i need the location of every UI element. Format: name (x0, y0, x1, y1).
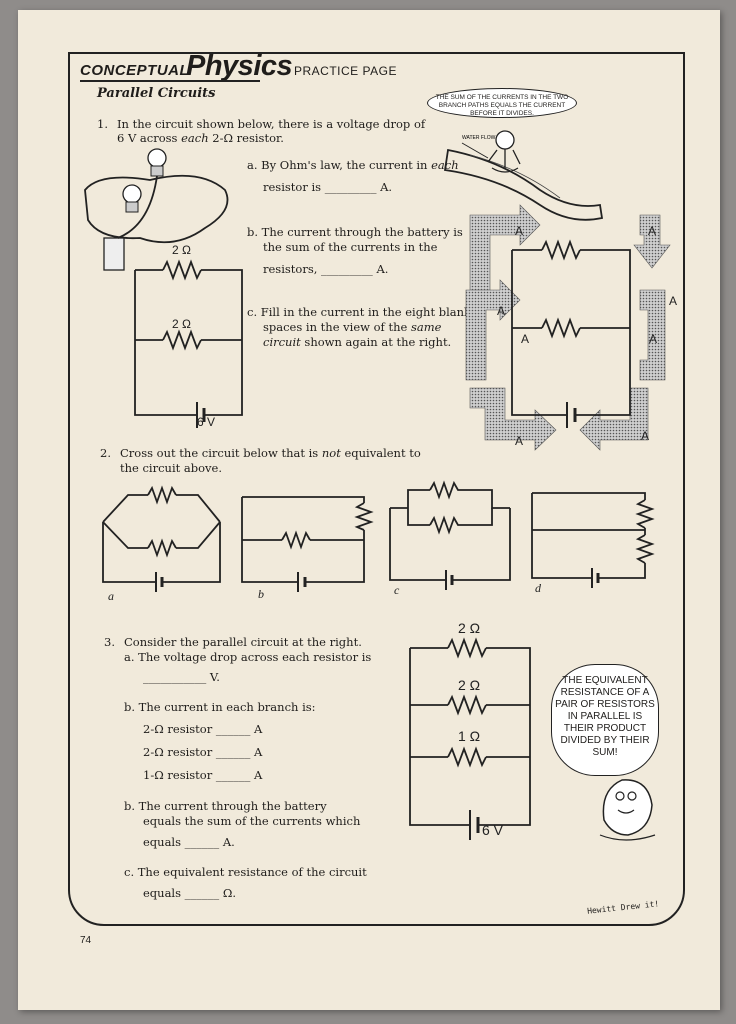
svg-text:2 Ω: 2 Ω (172, 317, 191, 331)
svg-text:A: A (649, 332, 657, 346)
header-physics: Physics (186, 50, 293, 82)
q1c-line1: c. Fill in the current in the eight blan… (247, 305, 472, 319)
q1-prompt-line2: 6 V across each 2-Ω resistor. (117, 131, 284, 145)
q3a-line1: a. The voltage drop across each resistor… (124, 650, 372, 664)
svg-text:b: b (258, 587, 264, 601)
q2-line1: Cross out the circuit below that is not … (120, 446, 421, 460)
q1-circuit: 2 Ω 2 Ω 6 V (134, 243, 243, 429)
q3b-line1: b. The current in each branch is: (124, 700, 316, 714)
header-underline (80, 80, 260, 82)
q3c-line1: c. The equivalent resistance of the circ… (124, 865, 367, 879)
svg-text:2 Ω: 2 Ω (458, 677, 480, 693)
bulb-icon (147, 148, 167, 168)
cartoon-head-icon (495, 130, 515, 150)
q1a-line2: resistor is _________ A. (263, 180, 393, 194)
q1b-line2: the sum of the currents in the (263, 240, 438, 254)
bulb-battery-sketch (84, 148, 229, 271)
page-frame (68, 52, 685, 926)
q3-branch1: 2-Ω resistor ______ A (143, 722, 263, 736)
page-subtitle: Parallel Circuits (97, 86, 216, 101)
battery-cell-icon (103, 237, 125, 271)
q3bb-line3: equals ______ A. (143, 835, 235, 849)
bulb-icon (122, 184, 142, 204)
svg-text:A: A (648, 224, 656, 238)
q2-circuit-b: b (241, 496, 374, 601)
q1-flow-circuit: A A A A A A A A (465, 204, 677, 451)
q3-circuit: 2 Ω 2 Ω 1 Ω 6 V (409, 620, 531, 840)
q1b-line3: resistors, _________ A. (263, 262, 389, 276)
q3-branch3: 1-Ω resistor ______ A (143, 768, 263, 782)
q3bb-line1: b. The current through the battery (124, 799, 327, 813)
header-practice-page: PRACTICE PAGE (294, 64, 397, 78)
q1c-line2: spaces in the view of the same (263, 320, 442, 334)
q3c-line2: equals ______ Ω. (143, 886, 237, 900)
q3bb-line2: equals the sum of the currents which (143, 814, 361, 828)
water-flow-cartoon: WATER FLOW (443, 130, 604, 221)
svg-text:6 V: 6 V (482, 822, 504, 838)
svg-text:c: c (394, 583, 400, 597)
cartoon-face-icon (599, 779, 656, 841)
q3a-line2: ___________ V. (143, 670, 220, 684)
q3-prompt: Consider the parallel circuit at the rig… (124, 635, 362, 649)
svg-text:A: A (515, 224, 523, 238)
svg-text:A: A (669, 294, 677, 308)
svg-text:1 Ω: 1 Ω (458, 728, 480, 744)
svg-text:A: A (521, 332, 529, 346)
speech-bubble-bottom: THE EQUIVALENT RESISTANCE OF A PAIR OF R… (551, 664, 659, 776)
q1c-line3: circuit shown again at the right. (263, 335, 452, 349)
q2-line2: the circuit above. (120, 461, 223, 475)
q2-circuit-a: a (102, 485, 221, 603)
svg-text:6 V: 6 V (197, 415, 215, 429)
q1-number: 1. (97, 117, 108, 131)
svg-text:a: a (108, 589, 114, 603)
q2-number: 2. (100, 446, 111, 460)
worksheet-page (18, 10, 720, 1010)
svg-text:2 Ω: 2 Ω (172, 243, 191, 257)
svg-text:A: A (497, 304, 505, 318)
q2-circuit-c: c (389, 480, 511, 597)
header-conceptual: CONCEPTUAL (80, 62, 190, 79)
svg-text:A: A (641, 429, 649, 443)
svg-text:d: d (535, 581, 542, 595)
page-number: 74 (80, 935, 92, 946)
svg-text:2 Ω: 2 Ω (458, 620, 480, 636)
speech-bubble-top: THE SUM OF THE CURRENTS IN THE TWO BRANC… (427, 88, 577, 118)
svg-text:A: A (515, 434, 523, 448)
q3-branch2: 2-Ω resistor ______ A (143, 745, 263, 759)
q3-number: 3. (104, 635, 115, 649)
water-flow-label: WATER FLOW (462, 135, 496, 141)
q1b-line1: b. The current through the battery is (247, 225, 463, 239)
q2-circuit-d: d (531, 492, 655, 595)
q1-prompt-line1: In the circuit shown below, there is a v… (117, 117, 426, 131)
